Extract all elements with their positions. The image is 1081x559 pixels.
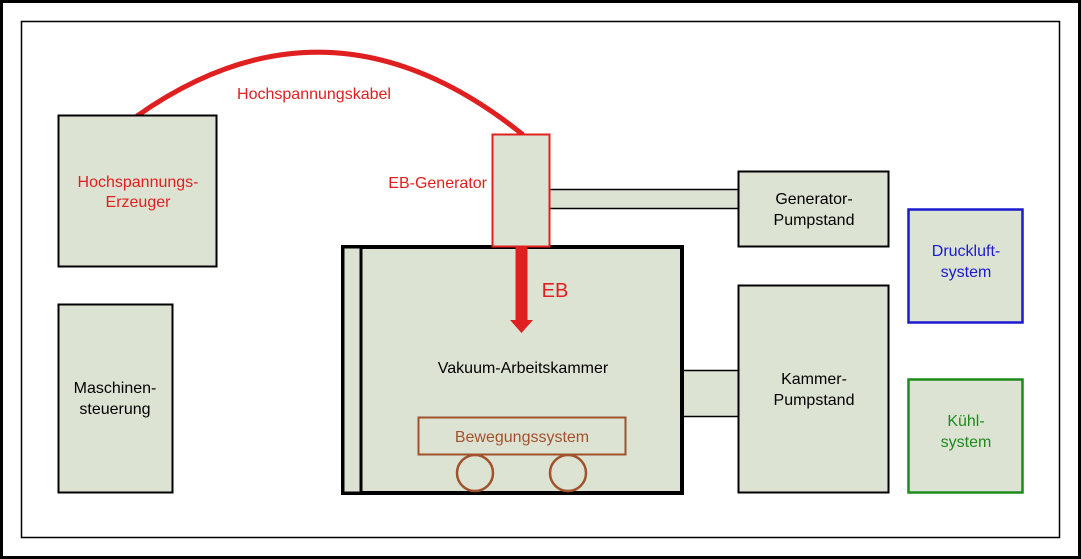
cooling-system-label-1: Kühl- (947, 413, 984, 430)
cooling-system-label-2: system (941, 434, 992, 451)
eb-label: EB (542, 280, 569, 302)
generator-pump-connector (548, 188, 740, 210)
generator-pump-box (737, 170, 890, 248)
movement-wheel-left (455, 453, 495, 493)
hv-generator-box (57, 114, 218, 268)
chamber-pump-label-1: Kammer- (781, 371, 847, 388)
compressed-air-label-2: system (941, 264, 992, 281)
compressed-air-label-1: Druckluft- (932, 243, 1000, 260)
movement-system-box (417, 416, 627, 456)
generator-pump-label-2: Pumpstand (774, 212, 855, 229)
hv-cable (134, 49, 525, 137)
vacuum-chamber-label: Vakuum-Arbeitskammer (438, 360, 609, 377)
compressed-air-box (907, 208, 1024, 324)
cooling-system-box (907, 378, 1024, 494)
chamber-pump-box (737, 284, 890, 494)
movement-wheel-right (548, 453, 588, 493)
hv-generator-label-1: Hochspannungs- (78, 174, 199, 191)
vacuum-chamber-door (341, 245, 363, 495)
eb-generator-label: EB-Generator (388, 175, 487, 192)
machine-control-label-2: steuerung (79, 401, 150, 418)
eb-generator-box (491, 133, 551, 248)
movement-system-label: Bewegungssystem (455, 429, 589, 446)
machine-control-label-1: Maschinen- (74, 380, 157, 397)
hv-cable-label: Hochspannungskabel (237, 86, 391, 103)
generator-pump-label-1: Generator- (775, 191, 852, 208)
hv-generator-label-2: Erzeuger (106, 194, 172, 211)
machine-control-box (57, 303, 174, 494)
chamber-pump-label-2: Pumpstand (774, 392, 855, 409)
eb-arrow (510, 247, 533, 333)
chamber-pump-connector (681, 369, 740, 418)
